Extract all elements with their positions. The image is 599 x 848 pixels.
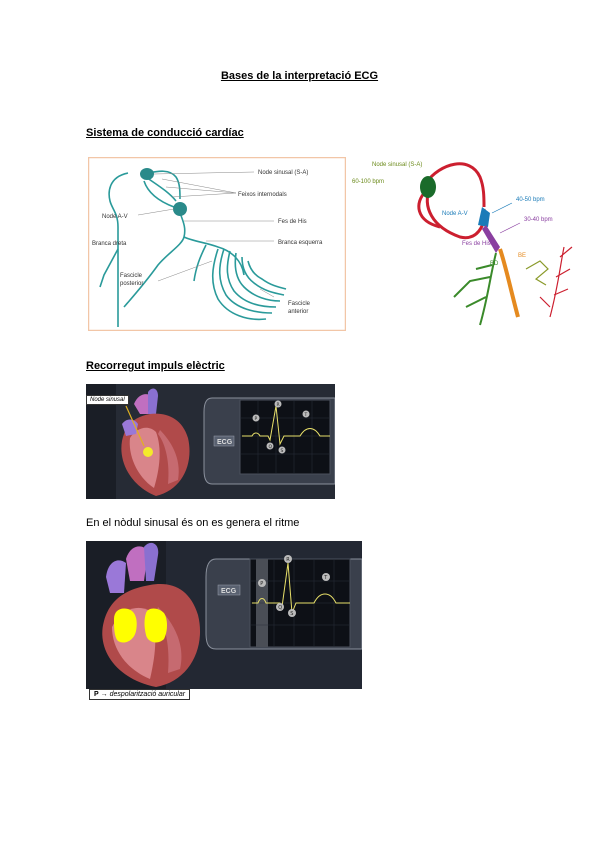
label-fascicle-anterior-1: Fascicle: [288, 301, 311, 307]
caption-arrow: →: [100, 691, 108, 698]
ventricular-vessels: [525, 246, 573, 318]
ecg-grid: [240, 400, 330, 474]
heart-illustration: [102, 542, 201, 687]
sa-node-marker: [140, 168, 154, 180]
wave-s: S: [281, 448, 284, 454]
document-title: Bases de la interpretació ECG: [220, 70, 379, 82]
label-node-sa: Node sinusal (S-A): [258, 170, 308, 176]
label-fascicle-anterior-2: anterior: [288, 309, 308, 315]
label-sa-rate: 60-100 bpm: [352, 179, 384, 185]
sa-node-highlight: [143, 447, 153, 457]
ecg-label: ECG: [221, 588, 237, 595]
ecg-monitor: ECG P R T Q S: [205, 555, 362, 650]
wave-p: P: [255, 416, 258, 422]
his-bundle-marker: [482, 225, 500, 253]
label-node-sa: Node sinusal (S-A): [372, 162, 422, 168]
wave-p: P: [260, 581, 263, 587]
left-atrium-highlight: [144, 608, 167, 643]
right-branch: [453, 252, 497, 326]
conduction-rates-diagram: Node sinusal (S-A) 60-100 bpm Node A-V 4…: [352, 162, 573, 326]
left-branch: [498, 248, 520, 318]
ecg-monitor: ECG P R T Q S: [203, 397, 335, 485]
caption-prefix: P: [94, 691, 99, 698]
wave-r: R: [277, 402, 280, 408]
section-heading-conduction: Sistema de conducció cardíac: [86, 127, 244, 139]
ecg-label: ECG: [217, 439, 233, 446]
diagram-frame: [88, 157, 346, 331]
wave-t: T: [304, 412, 308, 418]
conduction-system-diagram: Node sinusal (S-A) Feixos internodals No…: [88, 157, 346, 331]
label-fascicle-posterior-1: Fascicle: [120, 273, 143, 279]
wave-markers: P R T Q S: [258, 555, 330, 617]
heart-ecg-figure-sa: ECG P R T Q S Node sinusal: [86, 384, 335, 499]
caption-text: despolarització auricular: [109, 691, 186, 698]
wave-r: R: [286, 557, 290, 563]
label-feixos-internodals: Feixos internodals: [238, 192, 287, 198]
atrial-vessels: [417, 162, 486, 240]
label-be: BE: [518, 253, 526, 259]
av-node-marker: [478, 207, 490, 227]
label-his-rate: 30-40 bpm: [524, 217, 553, 223]
section-heading-impulse: Recorregut impuls elèctric: [86, 360, 225, 372]
wave-q: Q: [278, 605, 282, 611]
wave-markers: P R T Q S: [252, 400, 310, 454]
label-branca-esquerra: Branca esquerra: [278, 240, 323, 246]
label-fascicle-posterior-2: posterior: [120, 281, 143, 287]
label-branca-dreta: Branca dreta: [92, 241, 127, 247]
wave-t: T: [323, 575, 328, 581]
sa-node-marker: [420, 176, 436, 198]
av-node-marker: [173, 202, 187, 216]
right-atrium-highlight: [114, 608, 137, 643]
label-fes-his: Fes de His: [278, 219, 307, 225]
label-fes-his: Fes de His: [462, 241, 491, 247]
leader-lines: [137, 171, 275, 298]
callout-node-sinusal: Node sinusal: [86, 395, 129, 405]
label-node-av: Node A-V: [442, 211, 468, 217]
conduction-pathway: [99, 170, 287, 327]
caption-p-wave: P → despolarització auricular: [89, 689, 191, 700]
label-node-av: Node A-V: [102, 214, 128, 220]
label-av-rate: 40-50 bpm: [516, 197, 545, 203]
heart-ecg-figure-p-wave: ECG P R T Q S P → despolarització auricu…: [86, 541, 362, 703]
label-bd: BD: [490, 261, 499, 267]
wave-q: Q: [269, 444, 273, 450]
paragraph-sinus-node: En el nòdul sinusal és on es genera el r…: [86, 517, 300, 529]
wave-s: S: [290, 611, 293, 617]
